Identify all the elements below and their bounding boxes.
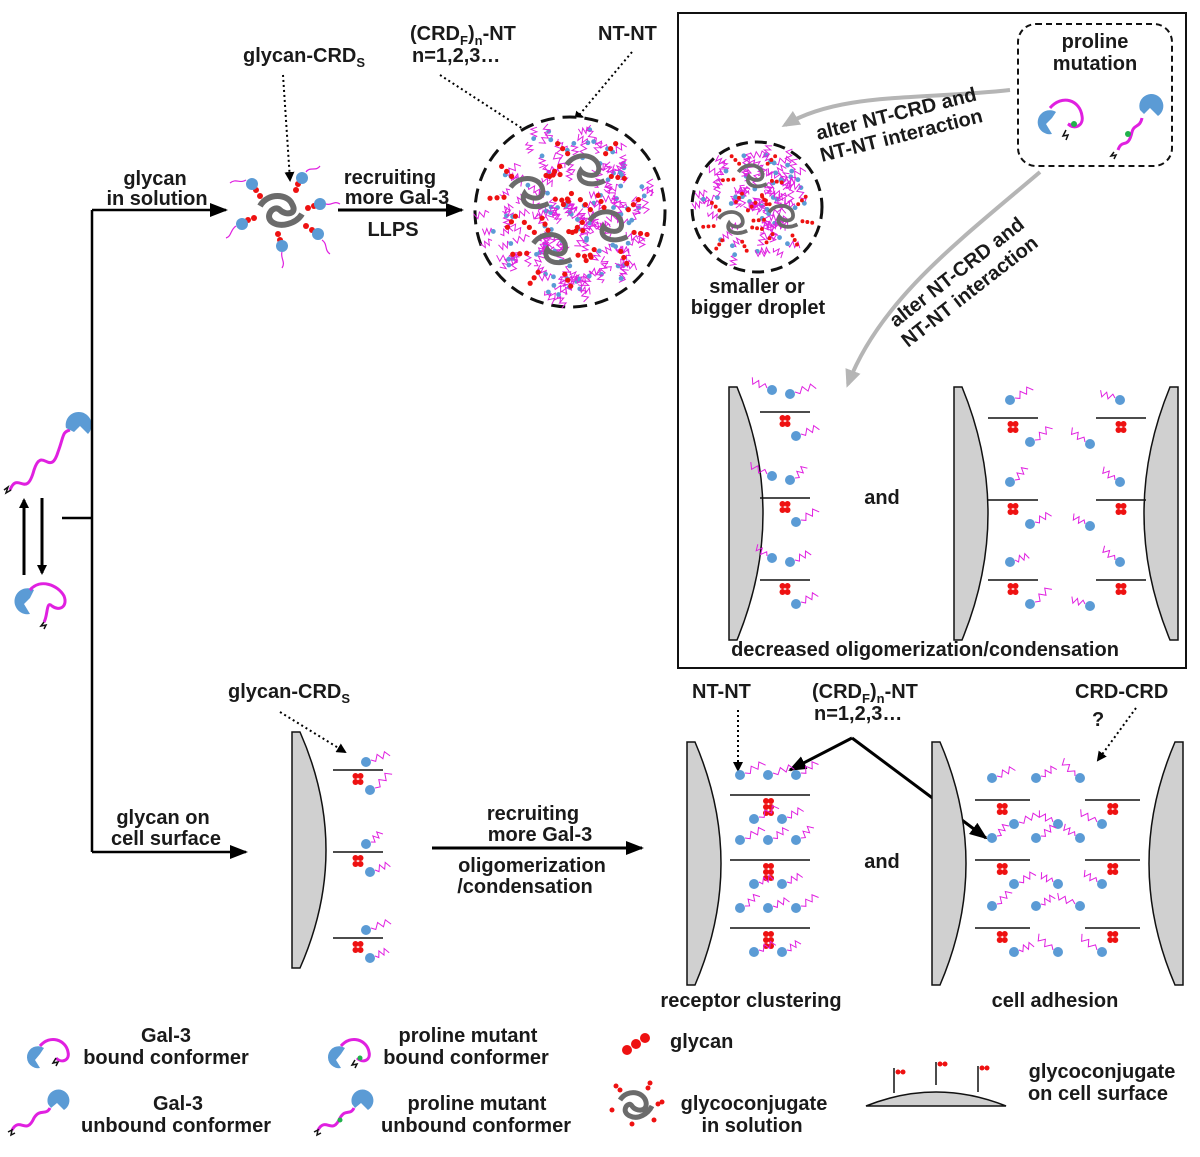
and-label-bottom: and: [864, 851, 900, 873]
legend-bound-1: Gal-3: [141, 1025, 191, 1047]
legend-gc-solution-1: glycoconjugate: [681, 1093, 828, 1115]
branch-label-cell-2: cell surface: [111, 828, 221, 850]
legend-pm-bound-icon: [327, 1037, 371, 1069]
branch-label-solution-2: in solution: [106, 188, 207, 210]
cell-adhesion-label: cell adhesion: [992, 990, 1119, 1012]
crdcrd-question: ?: [1092, 709, 1104, 731]
and-label-mutation: and: [864, 487, 900, 509]
legend-unbound-icon: [7, 1089, 70, 1137]
proline-label-1: proline: [1062, 31, 1129, 53]
legend-unbound-1: Gal-3: [153, 1093, 203, 1115]
decreased-label: decreased oligomerization/condensation: [731, 639, 1119, 661]
proline-mutant-unbound-icon: [1109, 94, 1164, 160]
ntnt-label-bottom: NT-NT: [692, 681, 751, 703]
ntnt-label-top: NT-NT: [598, 23, 657, 45]
legend-bound-icon: [26, 1037, 70, 1069]
crdcrd-pointer: [1096, 707, 1137, 762]
legend-glycoconjugate-solution-icon: [609, 1080, 665, 1127]
oligo-label-1: oligomerization: [458, 855, 606, 877]
legend-glycan-icon: [622, 1033, 650, 1055]
receptor-clustering-label: receptor clustering: [660, 990, 841, 1012]
crdcrd-label: CRD-CRD: [1075, 681, 1168, 703]
legend-glycan: glycan: [670, 1031, 733, 1053]
crdf-arrow-clustering: [788, 736, 853, 772]
legend-gc-cell-2: on cell surface: [1028, 1083, 1168, 1105]
legend-pm-unbound-2: unbound conformer: [381, 1115, 571, 1137]
legend-pm-unbound-icon: [313, 1089, 374, 1137]
branch-label-solution-1: glycan: [123, 168, 186, 190]
n-values-top: n=1,2,3…: [412, 45, 500, 67]
legend-pm-unbound-1: proline mutant: [408, 1093, 547, 1115]
legend-gc-cell-1: glycoconjugate: [1029, 1061, 1176, 1083]
llps-label: LLPS: [367, 219, 418, 241]
legend-pm-bound-1: proline mutant: [399, 1025, 538, 1047]
bound-conformer-nt-icon: [28, 582, 67, 623]
droplet-label-1: smaller or: [709, 276, 805, 298]
recruit-label-top-1: recruiting: [344, 167, 436, 189]
ntnt-pointer-top: [573, 51, 633, 122]
oligo-label-2: /condensation: [457, 876, 593, 898]
droplet-label-2: bigger droplet: [691, 297, 826, 319]
bound-conformer-crd-icon: [14, 588, 34, 615]
recruit-label-bottom-1: recruiting: [487, 803, 579, 825]
gray-arrow-to-droplet: [781, 88, 1011, 128]
n-values-bottom: n=1,2,3…: [814, 703, 902, 725]
glycan-crd-pointer-top: [282, 74, 295, 182]
legend-unbound-2: unbound conformer: [81, 1115, 271, 1137]
llps-droplet-large: [473, 115, 667, 309]
legend-bound-2: bound conformer: [83, 1047, 249, 1069]
legend-glycoconjugate-cell-icon: [865, 1061, 1007, 1107]
receptor-clustering-cells: [686, 741, 1184, 986]
gray-arrow-to-cells: [845, 170, 1042, 388]
crdf-arrow-adhesion: [851, 736, 988, 840]
unbound-conformer-nt-icon: [8, 428, 71, 491]
glycan-crd-label-top: glycan-CRDS: [243, 45, 365, 70]
proline-mutant-bound-icon: [1037, 98, 1084, 141]
unbound-conformer-crd-icon: [65, 411, 92, 434]
branch-label-cell-1: glycan on: [116, 807, 209, 829]
recruit-label-top-2: more Gal-3: [345, 187, 449, 209]
legend-gc-solution-2: in solution: [701, 1115, 802, 1137]
cell-surface-initial: [291, 731, 393, 969]
branch-lines: [62, 203, 248, 859]
glycan-crd-label-bottom: glycan-CRDS: [228, 681, 350, 706]
recruit-label-bottom-2: more Gal-3: [488, 824, 592, 846]
glycan-crd-pointer-bottom: [279, 711, 347, 754]
equilibrium-group: [3, 411, 92, 630]
mutant-cell-surfaces: [728, 377, 1179, 641]
proline-label-2: mutation: [1053, 53, 1137, 75]
legend-pm-bound-2: bound conformer: [383, 1047, 549, 1069]
crdf-nt-label-bottom: (CRDF)n-NT: [812, 681, 918, 706]
legend: Gal-3 bound conformer Gal-3 unbound conf…: [7, 1025, 1176, 1137]
mutation-panel-frame: [677, 12, 1187, 669]
llps-droplet-small: [690, 140, 824, 274]
glycoconjugate-small: [225, 165, 341, 269]
crdf-nt-label-top: (CRDF)n-NT: [410, 23, 516, 48]
